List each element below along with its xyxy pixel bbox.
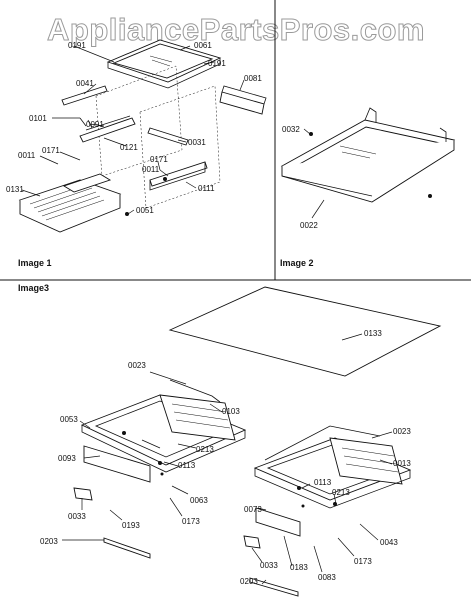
- part-label: 0173: [354, 557, 372, 566]
- part-label: 0043: [380, 538, 398, 547]
- part-label: 0203: [40, 537, 58, 546]
- part-label: 0022: [300, 221, 318, 230]
- part-label: 0023: [393, 427, 411, 436]
- image2-leaders: [303, 128, 325, 219]
- part-label: 0191: [208, 59, 226, 68]
- part-label: 0173: [182, 517, 200, 526]
- watermark: AppliancePartsPros.com: [47, 12, 425, 47]
- part-label: 0051: [136, 206, 154, 215]
- part-label: 0053: [60, 415, 78, 424]
- part-label: 0033: [260, 561, 278, 570]
- part-label: 0131: [6, 185, 24, 194]
- image3-part-labels: 0133 0023 0053 0103 0213 0093 0113 0063 …: [40, 329, 411, 586]
- part-label: 0213: [332, 488, 350, 497]
- part-label: 0093: [58, 454, 76, 463]
- part-label: 0133: [364, 329, 382, 338]
- image3-drawing: [73, 286, 442, 597]
- part-label: 0213: [196, 445, 214, 454]
- part-label: 0113: [178, 461, 196, 470]
- part-label: 0101: [29, 114, 47, 123]
- part-label: 0011: [142, 165, 160, 174]
- part-label: 0061: [194, 41, 212, 50]
- image2-part-labels: 0032 0022: [282, 125, 318, 230]
- panel-title-image2: Image 2: [280, 258, 314, 268]
- part-label: 0041: [76, 79, 94, 88]
- image1-leaders: [21, 45, 245, 215]
- part-label: 0033: [68, 512, 86, 521]
- part-label: 0091: [86, 120, 104, 129]
- part-label: 0081: [244, 74, 262, 83]
- part-label: 0193: [122, 521, 140, 530]
- image2-drawing: [280, 107, 456, 203]
- part-label: 0083: [318, 573, 336, 582]
- image3-leaders: [62, 333, 393, 585]
- part-label: 0203: [240, 577, 258, 586]
- part-label: 0013: [393, 459, 411, 468]
- part-label: 0073: [244, 505, 262, 514]
- panel-title-image3: Image3: [18, 283, 49, 293]
- part-label: 0103: [222, 407, 240, 416]
- part-label: 0113: [314, 478, 332, 487]
- part-label: 0171: [42, 146, 60, 155]
- part-label: 0023: [128, 361, 146, 370]
- part-label: 0111: [198, 184, 215, 193]
- part-label: 0121: [120, 143, 138, 152]
- image1-drawing: [18, 39, 267, 233]
- part-label: 0011: [18, 151, 36, 160]
- panel-title-image1: Image 1: [18, 258, 52, 268]
- part-label: 0032: [282, 125, 300, 134]
- part-label: 0183: [290, 563, 308, 572]
- part-label: 0171: [150, 155, 168, 164]
- part-label: 0063: [190, 496, 208, 505]
- part-label: 0191: [68, 41, 86, 50]
- part-label: 0031: [188, 138, 206, 147]
- image1-part-labels: 0191 0061 0191 0081 0041 0101 0091 0121 …: [6, 41, 262, 215]
